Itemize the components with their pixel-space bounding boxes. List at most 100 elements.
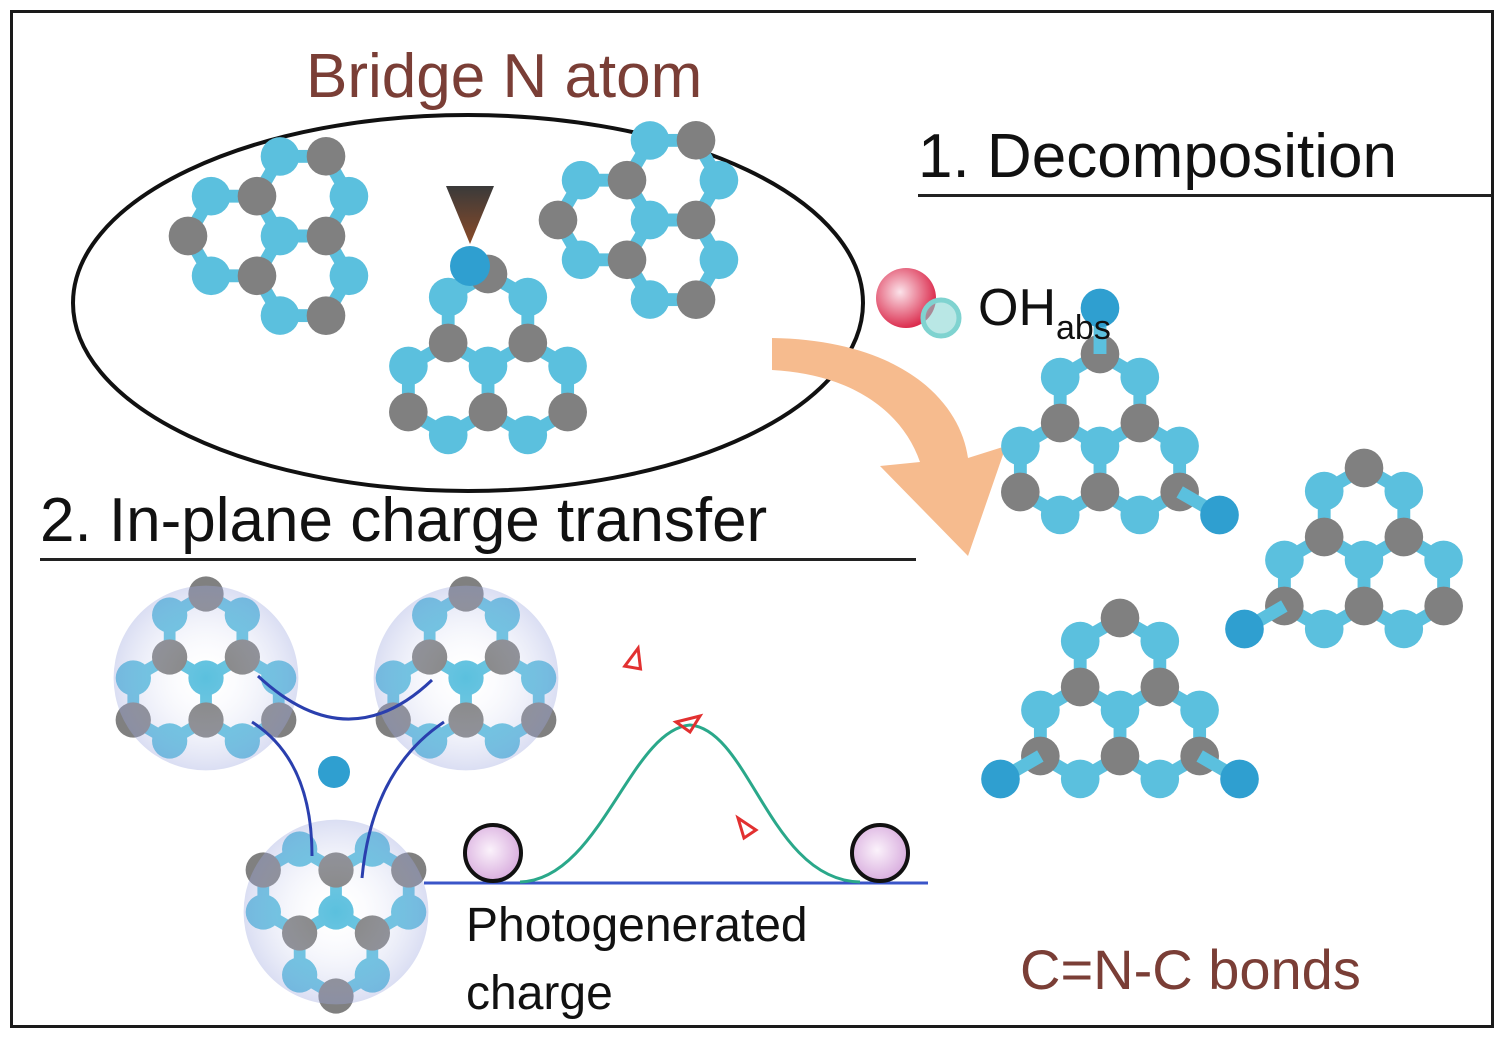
bridge-pointer-icon [446, 186, 494, 244]
nitrogen-atom [1344, 540, 1384, 580]
carbon-atom [168, 216, 208, 256]
nitrogen-atom [191, 256, 231, 296]
carbon-atom [389, 392, 428, 432]
charge-transfer-arcs [251, 674, 445, 879]
nitrogen-atom [1140, 759, 1180, 799]
decomposition-arrow-icon [772, 338, 1006, 556]
nitrogen-atom [1424, 540, 1463, 580]
carbon-atom [1384, 517, 1424, 557]
nitrogen-atom [1060, 759, 1100, 799]
nitrogen-atom [1140, 621, 1180, 661]
carbon-atom [1140, 667, 1180, 707]
nitrogen-atom [508, 415, 548, 455]
nitrogen-atom [1120, 495, 1160, 535]
oxygen-atom-icon [876, 268, 936, 328]
decomposed-fragment-2 [1225, 448, 1463, 649]
nitrogen-atom [191, 176, 231, 216]
nitrogen-atom [260, 216, 300, 256]
nitrogen-atom [428, 415, 468, 455]
carbon-atom [607, 240, 647, 280]
carbon-atom [237, 256, 277, 296]
nitrogen-atom [1304, 471, 1344, 511]
nitrogen-atom [1160, 426, 1199, 466]
carbon-atom [676, 200, 716, 240]
nitrogen-atom [548, 346, 587, 386]
nitrogen-atom [1384, 471, 1424, 511]
carbon-atom [1120, 403, 1160, 443]
carbon-atom [306, 137, 346, 176]
nitrogen-atom [630, 200, 670, 240]
photogenerated-label: Photogenerated [466, 899, 808, 952]
carbon-atom [538, 200, 578, 240]
nitrogen-atom [260, 296, 300, 335]
nitrogen-atom [329, 176, 369, 216]
nitrogen-atom [630, 280, 670, 319]
nitrogen-atom [1180, 690, 1219, 730]
carbon-atom [676, 121, 716, 160]
nitrogen-atom [699, 160, 739, 200]
charge-particle-right [850, 823, 910, 883]
carbon-atom [306, 296, 346, 335]
hydrogen-atom-icon [920, 297, 962, 339]
nitrogen-atom [1080, 426, 1120, 466]
nitrogen-atom [1120, 357, 1160, 397]
nitrogen-atom [428, 277, 468, 317]
terminal-nitrogen-atom [1220, 759, 1259, 799]
carbon-atom [1100, 736, 1140, 776]
carbon-atom [1304, 517, 1344, 557]
carbon-atom [1344, 448, 1384, 488]
carbon-atom [607, 160, 647, 200]
nitrogen-atom [630, 121, 670, 160]
oh-adsorbed-label: OHabs [978, 282, 1111, 345]
nitrogen-atom [329, 256, 369, 296]
nitrogen-atom [389, 346, 428, 386]
nitrogen-atom [1040, 357, 1080, 397]
carbon-atom [676, 280, 716, 319]
nitrogen-atom [1060, 621, 1100, 661]
in-plane-molecule [113, 576, 559, 1014]
charge-particle-left [463, 823, 523, 883]
carbon-atom [1424, 586, 1463, 626]
direction-arrow-icons [622, 644, 759, 841]
nitrogen-atom [1001, 426, 1040, 466]
in-plane-transfer-heading: 2. In-plane charge transfer [40, 490, 916, 561]
cnc-bonds-label: C=N-C bonds [1020, 938, 1361, 1001]
carbon-atom [468, 392, 508, 432]
decomposed-fragment-1 [1001, 288, 1239, 535]
carbon-atom [1344, 586, 1384, 626]
carbon-atom [237, 176, 277, 216]
carbon-atom [306, 216, 346, 256]
carbon-atom [1040, 403, 1080, 443]
terminal-nitrogen-atom [1200, 495, 1239, 535]
decomposition-heading: 1. Decomposition [918, 126, 1492, 197]
bridge-n-molecule [168, 121, 739, 455]
nitrogen-atom [561, 160, 601, 200]
charge-hop-path [519, 723, 861, 884]
oh-subscript: abs [1056, 309, 1111, 347]
carbon-atom [1100, 598, 1140, 638]
nitrogen-atom [508, 277, 548, 317]
bridge-nitrogen-atom [450, 246, 490, 286]
carbon-atom [548, 392, 587, 432]
charge-density-shade [113, 585, 299, 771]
decomposed-fragment-3 [981, 598, 1259, 799]
carbon-atom [1001, 472, 1040, 512]
nitrogen-atom [1384, 609, 1424, 649]
nitrogen-atom [468, 346, 508, 386]
charge-label: charge [466, 967, 613, 1020]
terminal-nitrogen-atom [981, 759, 1020, 799]
nitrogen-atom [1100, 690, 1140, 730]
carbon-atom [1080, 472, 1120, 512]
nitrogen-atom [1021, 690, 1060, 730]
nitrogen-atom [1265, 540, 1304, 580]
nitrogen-atom [1304, 609, 1344, 649]
bridge-region-ellipse [71, 113, 865, 493]
nitrogen-atom [699, 240, 739, 280]
carbon-atom [508, 323, 548, 363]
bridge-nitrogen-atom [318, 756, 350, 788]
nitrogen-atom [1040, 495, 1080, 535]
bridge-n-atom-label: Bridge N atom [306, 42, 703, 111]
terminal-nitrogen-atom [1080, 288, 1120, 328]
carbon-atom [1060, 667, 1100, 707]
